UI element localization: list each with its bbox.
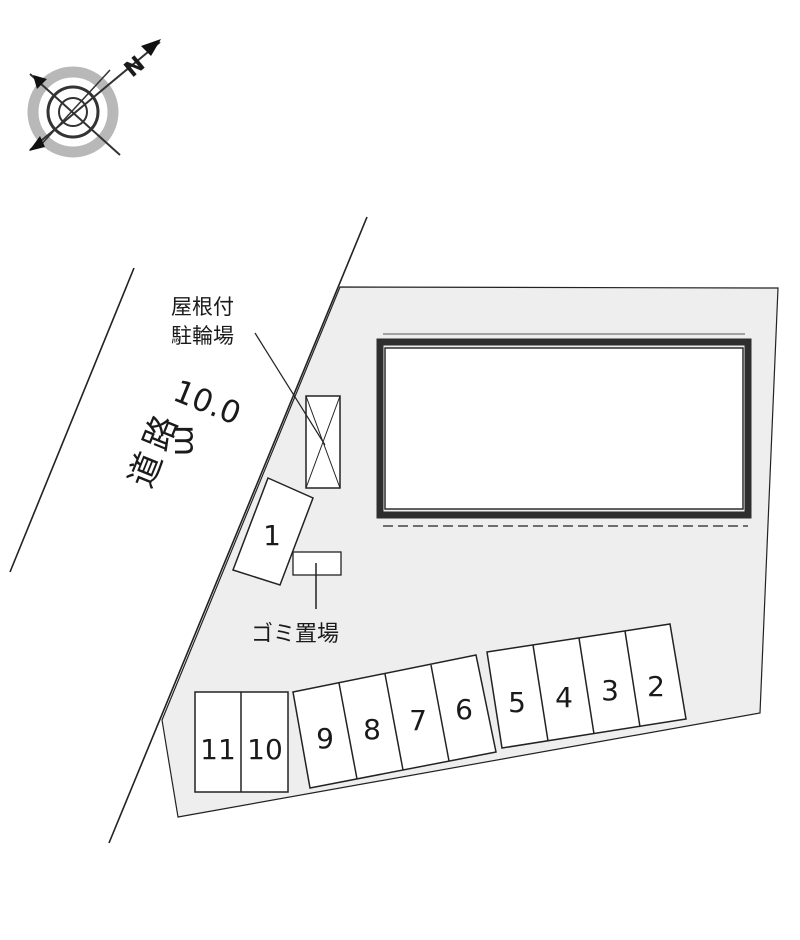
- road-edge-left: [9, 267, 135, 573]
- compass-rose: N: [27, 39, 161, 158]
- parking-spaces-middle: 6 7 8 9: [292, 654, 497, 789]
- bike-shelter: 屋根付 駐輪場: [171, 295, 341, 489]
- road-edge-right: [108, 216, 368, 844]
- parking-space-label: 6: [455, 693, 473, 726]
- parking-space-label: 2: [647, 670, 665, 703]
- garbage-area: ゴミ置場: [251, 551, 342, 647]
- bike-shelter-label-line1: 屋根付: [171, 295, 234, 319]
- parking-space-label: 1: [263, 519, 281, 552]
- building: [376, 333, 752, 527]
- parking-space-label: 8: [363, 713, 381, 746]
- parking-spaces-left: 10 11: [194, 691, 289, 793]
- north-arrow-icon: [141, 39, 161, 56]
- parking-space-label: 11: [200, 733, 236, 766]
- parking-space-label: 9: [316, 722, 334, 755]
- road-unit-label: m: [167, 425, 205, 456]
- parking-space-label: 10: [247, 733, 283, 766]
- compass-ring-icon: [27, 66, 119, 158]
- parking-space-label: 5: [508, 686, 526, 719]
- parking-spaces-right: 2 3 4 5: [486, 623, 687, 749]
- parking-space-1: 1: [232, 476, 314, 586]
- compass-north-letter: N: [120, 52, 150, 83]
- parking-space-label: 7: [409, 704, 427, 737]
- garbage-area-label: ゴミ置場: [251, 622, 339, 647]
- bike-shelter-label-line2: 駐輪場: [171, 324, 234, 348]
- parking-space-label: 4: [555, 681, 573, 714]
- parking-space-label: 3: [601, 674, 619, 707]
